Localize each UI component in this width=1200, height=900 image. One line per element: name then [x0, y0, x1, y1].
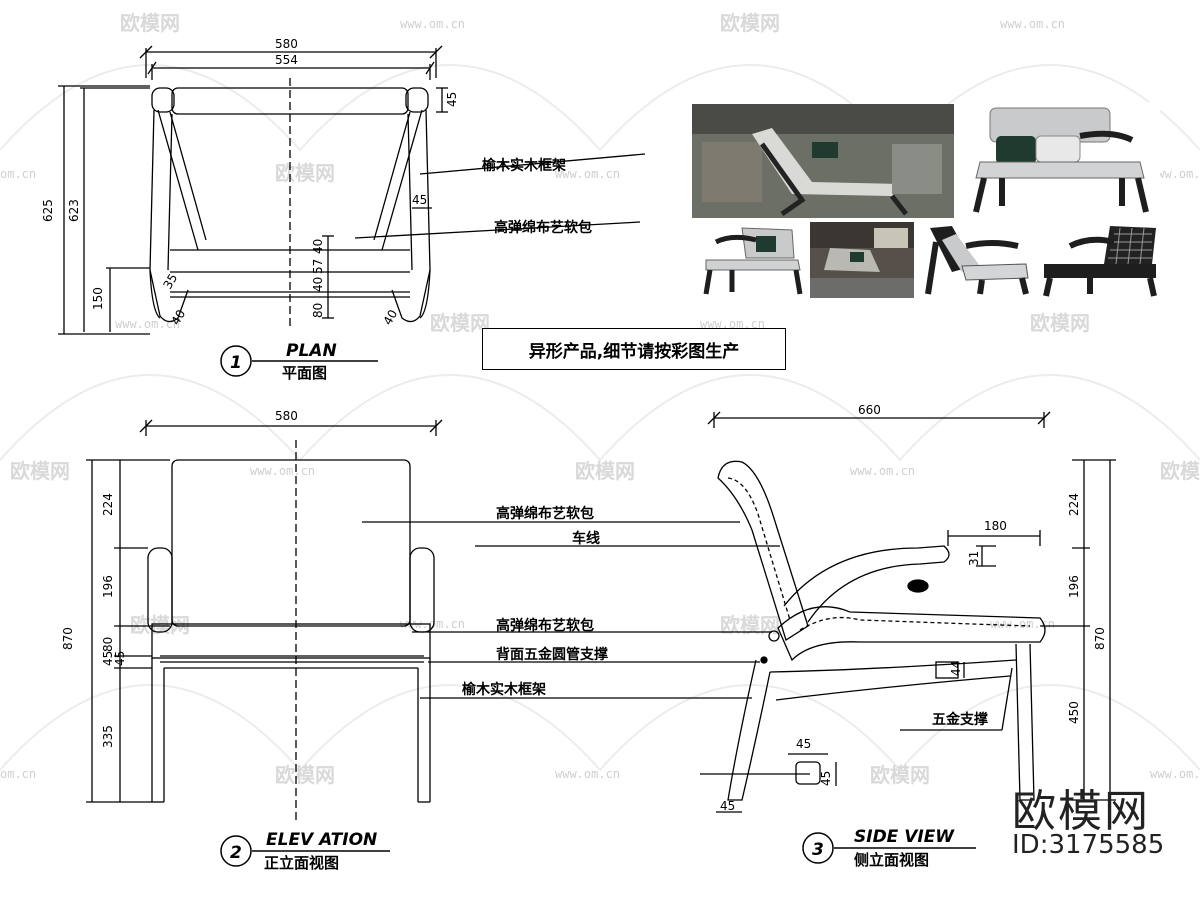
watermark-url: www.om.cn	[250, 464, 315, 478]
watermark-url: www.om.cn	[400, 17, 465, 31]
elevation-dim-rail-b: 45	[113, 651, 127, 666]
elevation-dim-leg-height: 335	[101, 725, 115, 748]
plan-dim-total-depth: 625	[41, 199, 55, 222]
side-dim-arm-length: 180	[984, 519, 1007, 533]
plan-dim-leg-height: 150	[91, 287, 105, 310]
photo-armchair-front	[962, 102, 1160, 216]
elevation-label-en: ELEV ATION	[266, 830, 377, 850]
plan-label-number: 1	[230, 353, 242, 373]
watermark-url: www.om.cn	[555, 767, 620, 781]
elevation-dim-seat-height: 80	[101, 637, 115, 652]
watermark-logo: 欧模网	[120, 11, 180, 35]
elevation-dim-back-height: 224	[101, 493, 115, 516]
elevation-dim-width: 580	[275, 409, 298, 423]
side-note-hardware: 五金支撑	[932, 711, 988, 728]
watermark-logo: 欧模网	[275, 161, 335, 185]
brand-id: ID:3175585	[1012, 830, 1165, 860]
plan-dim-rear-post: 45	[445, 92, 459, 107]
watermark-url: www.om.cn	[555, 167, 620, 181]
photo-armchair-side-b	[922, 222, 1034, 298]
plan-dim-leg-angle: 35	[160, 271, 180, 291]
brand-logo-text: 欧模网	[1012, 786, 1150, 837]
watermark-url: www.om.cn	[700, 317, 765, 331]
elevation-dim-rail-a: 45	[101, 651, 115, 666]
plan-label-circle	[220, 345, 252, 377]
side-dim-foot: 45	[720, 799, 735, 813]
watermark-url: www.om.cn	[990, 617, 1055, 631]
watermark-logo: 欧模网	[10, 459, 70, 483]
photo-armchair-side-a	[702, 222, 804, 296]
elevation-note-tube: 背面五金圆管支撑	[496, 646, 608, 663]
watermark-url: om.cn	[0, 167, 36, 181]
photo-living-room	[810, 222, 914, 298]
side-dim-arm-height: 196	[1067, 575, 1081, 598]
side-dim-arm-thickness: 31	[967, 551, 981, 566]
production-notice: 异形产品,细节请按彩图生产	[482, 328, 786, 370]
side-view-title: 3 SIDE VIEW 侧立面视图	[802, 827, 976, 869]
plan-note-cushion: 高弹绵布艺软包	[494, 219, 592, 236]
side-dim-seat-thickness: 44	[949, 661, 963, 676]
side-label-circle	[802, 832, 834, 864]
elevation-note-cushion-back: 高弹绵布艺软包	[496, 505, 594, 522]
side-dim-seat-height: 450	[1067, 701, 1081, 724]
plan-dim-foot-a: 40	[168, 307, 188, 327]
plan-dim-front-rail: 80	[311, 303, 325, 318]
elevation-label-number: 2	[230, 843, 242, 863]
elevation-note-stitch: 车线	[572, 530, 600, 547]
elevation-note-frame: 榆木实木框架	[462, 681, 546, 698]
watermark-url: www.om.cn	[1150, 767, 1200, 781]
watermark-logo: 欧模网	[720, 613, 780, 637]
watermark-logo: 欧模网	[870, 763, 930, 787]
side-label-number: 3	[812, 840, 824, 860]
side-dim-leg-section-height: 45	[819, 771, 833, 786]
photo-lounge-scene	[692, 104, 954, 218]
side-label-cn: 侧立面视图	[854, 851, 929, 869]
plan-dim-seat-front: 40	[311, 239, 325, 254]
plan-dim-seat-gap: 57	[311, 259, 325, 274]
side-dimension-labels: 660 180 31 44 45 45 45 224 196 450 870 五…	[720, 403, 1107, 813]
watermark-logo: 欧模网	[130, 613, 190, 637]
watermark-url: www.om.cn	[400, 617, 465, 631]
plan-dim-foot-b: 40	[380, 307, 400, 327]
plan-view	[58, 45, 646, 335]
plan-dim-inner-depth: 623	[67, 199, 81, 222]
side-dim-depth: 660	[858, 403, 881, 417]
elevation-label-cn: 正立面视图	[264, 854, 339, 872]
side-dim-leg-section-width: 45	[796, 737, 811, 751]
watermark-logo: 欧模网	[720, 11, 780, 35]
plan-label-cn: 平面图	[282, 364, 327, 382]
side-label-en: SIDE VIEW	[854, 827, 955, 847]
watermark-url: www.om.cn	[1150, 167, 1200, 181]
plan-view-title: 1 PLAN 平面图	[220, 341, 378, 382]
watermark-arcs	[0, 64, 1200, 772]
elevation-dimension-labels: 580 870 224 196 80 45 45 335 高弹绵布艺软包 车线 …	[61, 409, 608, 748]
side-dim-back-height: 224	[1067, 493, 1081, 516]
plan-dimension-labels: 580 554 625 623 150 45 45 40 57 40 80 35…	[41, 37, 592, 328]
plan-dim-seat-back: 40	[311, 277, 325, 292]
plan-label-en: PLAN	[286, 341, 337, 361]
elevation-view	[86, 419, 780, 820]
photo-armchair-woven	[1040, 222, 1160, 298]
watermark-url: www.om.cn	[850, 464, 915, 478]
plan-dim-inner-width: 554	[275, 53, 298, 67]
watermark-logo: 欧模网	[575, 459, 635, 483]
watermark-url: www.om.cn	[115, 317, 180, 331]
elevation-view-title: 2 ELEV ATION 正立面视图	[220, 830, 390, 872]
watermark-url: om.cn	[0, 767, 36, 781]
watermark-logo: 欧模网	[275, 763, 335, 787]
elevation-label-circle	[220, 835, 252, 867]
elevation-dim-total-height: 870	[61, 627, 75, 650]
plan-dim-arm-width: 45	[412, 193, 427, 207]
elevation-note-cushion-seat: 高弹绵布艺软包	[496, 617, 594, 634]
plan-dim-outer-width: 580	[275, 37, 298, 51]
side-dim-total-height: 870	[1093, 627, 1107, 650]
plan-note-frame: 榆木实木框架	[482, 157, 566, 174]
watermark-logo: 欧模网	[430, 311, 490, 335]
watermark-url: www.om.cn	[1000, 17, 1065, 31]
watermark-logo: 欧模网	[1160, 459, 1200, 483]
watermark-logo: 欧模网	[1030, 311, 1090, 335]
elevation-dim-arm-height: 196	[101, 575, 115, 598]
side-view	[700, 411, 1116, 813]
